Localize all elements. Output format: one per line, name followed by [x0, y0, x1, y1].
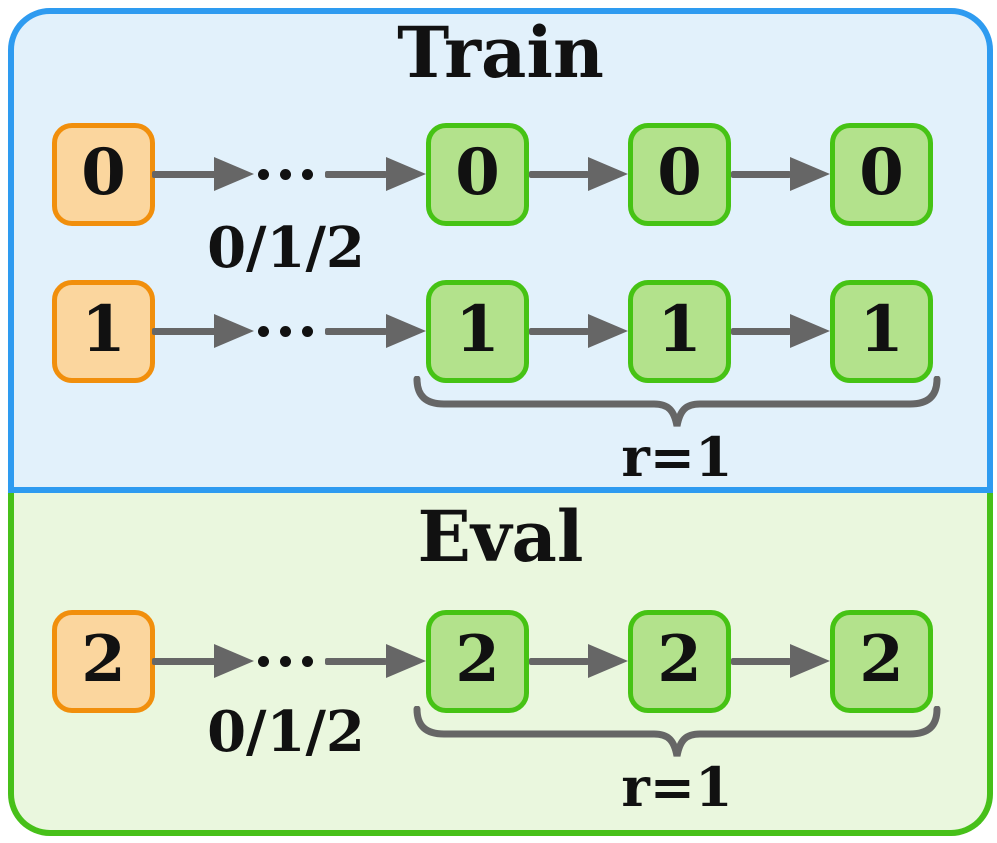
- train-title: Train: [397, 11, 604, 94]
- state-box-target: 1: [628, 280, 731, 383]
- arrow-head-icon: [386, 644, 426, 678]
- train-panel: [8, 8, 993, 493]
- arrow-head-icon: [214, 314, 254, 348]
- arrow-head-icon: [588, 644, 628, 678]
- transition-label: 0/1/2: [207, 215, 365, 281]
- ellipsis-dot-icon: [280, 656, 291, 667]
- reward-label: r=1: [621, 425, 733, 489]
- arrow-line: [529, 328, 589, 335]
- arrow-head-icon: [588, 314, 628, 348]
- state-box-source: 1: [52, 280, 155, 383]
- arrow-head-icon: [214, 157, 254, 191]
- arrow-line: [325, 658, 387, 665]
- state-box-target: 1: [830, 280, 933, 383]
- arrow-line: [731, 171, 791, 178]
- arrow-line: [152, 658, 216, 665]
- transition-label: 0/1/2: [207, 699, 365, 765]
- arrow-line: [325, 171, 387, 178]
- state-box-target: 2: [830, 610, 933, 713]
- brace-icon: [413, 706, 941, 757]
- ellipsis-dot-icon: [258, 326, 269, 337]
- arrow-head-icon: [214, 644, 254, 678]
- brace-icon: [413, 376, 941, 427]
- state-box-target: 2: [628, 610, 731, 713]
- arrow-line: [529, 658, 589, 665]
- state-box-target: 0: [628, 123, 731, 226]
- state-box-target: 1: [426, 280, 529, 383]
- state-box-source: 0: [52, 123, 155, 226]
- arrow-line: [325, 328, 387, 335]
- ellipsis-dot-icon: [258, 169, 269, 180]
- arrow-head-icon: [790, 644, 830, 678]
- arrow-head-icon: [790, 157, 830, 191]
- ellipsis-dot-icon: [280, 326, 291, 337]
- ellipsis-dot-icon: [302, 326, 313, 337]
- arrow-line: [529, 171, 589, 178]
- arrow-head-icon: [386, 157, 426, 191]
- arrow-head-icon: [588, 157, 628, 191]
- arrow-head-icon: [386, 314, 426, 348]
- ellipsis-dot-icon: [280, 169, 291, 180]
- ellipsis-dot-icon: [302, 656, 313, 667]
- state-box-source: 2: [52, 610, 155, 713]
- state-box-target: 0: [426, 123, 529, 226]
- ellipsis-dot-icon: [258, 656, 269, 667]
- eval-title: Eval: [417, 495, 584, 578]
- arrow-line: [731, 328, 791, 335]
- state-box-target: 2: [426, 610, 529, 713]
- arrow-head-icon: [790, 314, 830, 348]
- arrow-line: [152, 171, 216, 178]
- ellipsis-dot-icon: [302, 169, 313, 180]
- reward-label: r=1: [621, 755, 733, 819]
- state-box-target: 0: [830, 123, 933, 226]
- arrow-line: [152, 328, 216, 335]
- arrow-line: [731, 658, 791, 665]
